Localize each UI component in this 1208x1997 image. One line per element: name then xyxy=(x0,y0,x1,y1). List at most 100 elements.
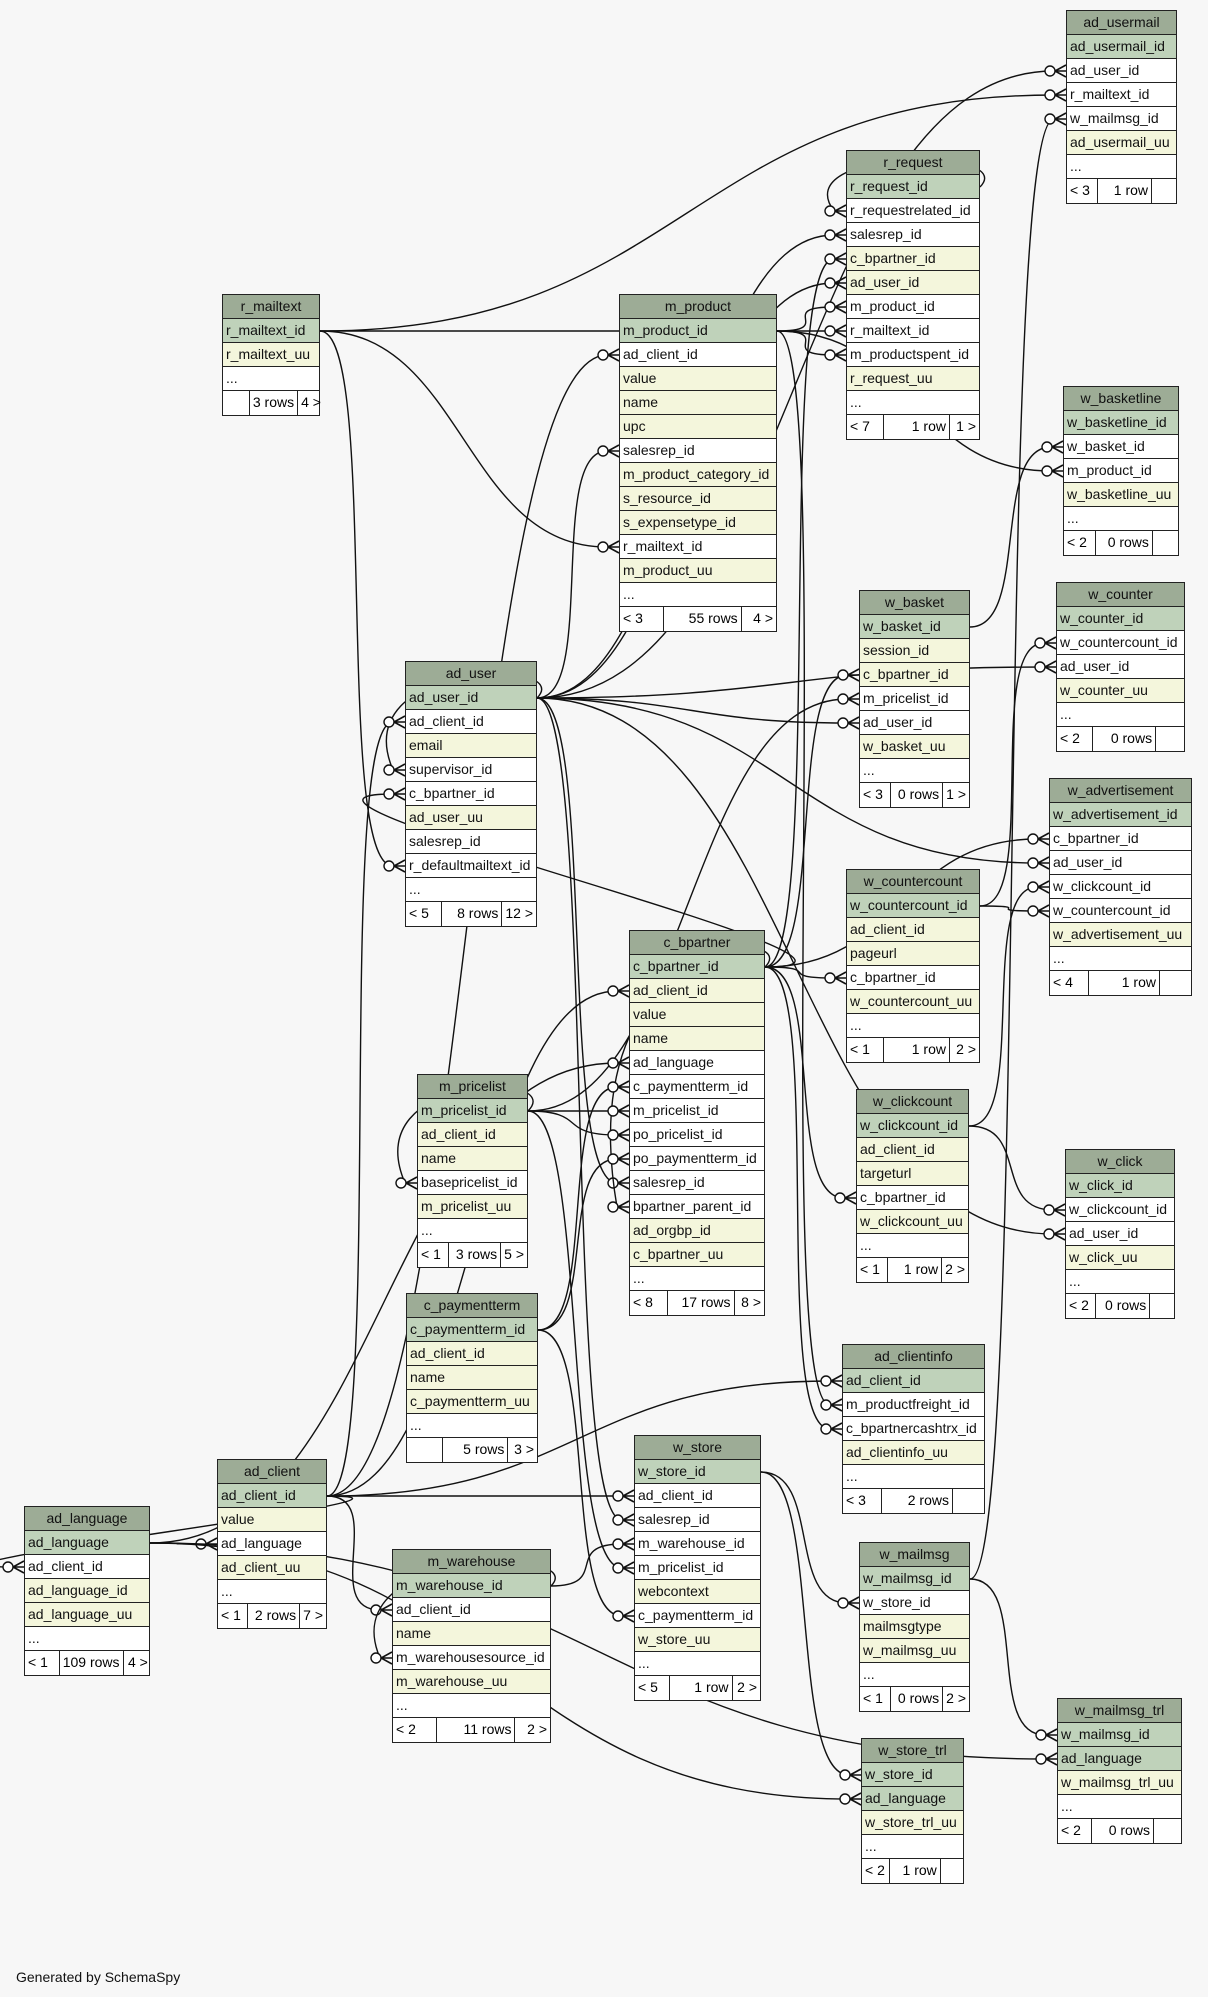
more-columns[interactable]: ... xyxy=(847,1014,979,1038)
children-link[interactable]: 12 > xyxy=(505,905,533,921)
foreign-key-column[interactable]: m_pricelist_id xyxy=(630,1099,764,1123)
children-link[interactable] xyxy=(1150,1294,1174,1318)
primary-key-column[interactable]: w_mailmsg_id xyxy=(860,1567,969,1591)
column[interactable]: ad_user_uu xyxy=(406,806,536,830)
children-link[interactable]: 5 > xyxy=(504,1246,524,1262)
column[interactable]: ad_client_id xyxy=(418,1123,527,1147)
foreign-key-column[interactable]: ad_client_id xyxy=(620,343,776,367)
primary-key-column[interactable]: r_mailtext_id xyxy=(223,319,319,343)
foreign-key-column[interactable]: salesrep_id xyxy=(847,223,979,247)
column[interactable]: ad_orgbp_id xyxy=(630,1219,764,1243)
parents-link[interactable]: < 2 xyxy=(1064,531,1096,555)
column[interactable]: m_product_uu xyxy=(620,559,776,583)
parents-link[interactable]: < 3 xyxy=(860,783,891,807)
column[interactable]: m_warehouse_uu xyxy=(393,1670,550,1694)
table-header[interactable]: w_counter xyxy=(1057,583,1184,607)
column[interactable]: name xyxy=(393,1622,550,1646)
more-columns[interactable]: ... xyxy=(418,1219,527,1243)
column[interactable]: name xyxy=(407,1366,537,1390)
foreign-key-column[interactable]: salesrep_id xyxy=(635,1508,760,1532)
column[interactable]: ad_client_id xyxy=(630,979,764,1003)
more-columns[interactable]: ... xyxy=(630,1267,764,1291)
foreign-key-column[interactable]: ad_client_id xyxy=(25,1555,149,1579)
more-columns[interactable]: ... xyxy=(620,583,776,607)
foreign-key-column[interactable]: salesrep_id xyxy=(630,1171,764,1195)
more-columns[interactable]: ... xyxy=(862,1835,963,1859)
column[interactable]: w_mailmsg_trl_uu xyxy=(1058,1771,1181,1795)
foreign-key-column[interactable]: m_pricelist_id xyxy=(860,687,969,711)
table-header[interactable]: c_bpartner xyxy=(630,931,764,955)
column[interactable]: w_advertisement_uu xyxy=(1050,923,1191,947)
parents-link[interactable]: < 5 xyxy=(406,902,443,926)
column[interactable]: value xyxy=(630,1003,764,1027)
column[interactable]: w_basket_uu xyxy=(860,735,969,759)
foreign-key-column[interactable]: ad_user_id xyxy=(860,711,969,735)
foreign-key-column[interactable]: bpartner_parent_id xyxy=(630,1195,764,1219)
foreign-key-column[interactable]: c_paymentterm_id xyxy=(635,1604,760,1628)
table-header[interactable]: ad_language xyxy=(25,1507,149,1531)
foreign-key-column[interactable]: salesrep_id xyxy=(406,830,536,854)
foreign-key-column[interactable]: m_pricelist_id xyxy=(635,1556,760,1580)
foreign-key-column[interactable]: r_mailtext_id xyxy=(847,319,979,343)
children-link[interactable]: 1 > xyxy=(956,418,976,434)
parents-link[interactable]: < 1 xyxy=(218,1604,249,1628)
table-header[interactable]: ad_usermail xyxy=(1067,11,1176,35)
foreign-key-column[interactable]: m_productspent_id xyxy=(847,343,979,367)
table-header[interactable]: w_basket xyxy=(860,591,969,615)
children-link[interactable]: 2 > xyxy=(737,1679,757,1695)
foreign-key-column[interactable]: r_defaultmailtext_id xyxy=(406,854,536,878)
children-link[interactable]: 3 > xyxy=(514,1441,534,1457)
primary-key-column[interactable]: c_paymentterm_id xyxy=(407,1318,537,1342)
parents-link[interactable]: < 1 xyxy=(860,1687,891,1711)
more-columns[interactable]: ... xyxy=(1067,155,1176,179)
parents-link[interactable]: < 2 xyxy=(862,1859,891,1883)
children-link[interactable]: 4 > xyxy=(301,394,321,410)
primary-key-column[interactable]: ad_user_id xyxy=(406,686,536,710)
foreign-key-column[interactable]: c_bpartner_id xyxy=(406,782,536,806)
more-columns[interactable]: ... xyxy=(1064,507,1178,531)
column[interactable]: w_click_uu xyxy=(1066,1246,1174,1270)
primary-key-column[interactable]: w_counter_id xyxy=(1057,607,1184,631)
parents-link[interactable]: < 7 xyxy=(847,415,884,439)
column[interactable]: w_store_trl_uu xyxy=(862,1811,963,1835)
children-link[interactable]: 2 > xyxy=(945,1261,965,1277)
column[interactable]: ad_client_id xyxy=(407,1342,537,1366)
primary-key-column[interactable]: w_basket_id xyxy=(860,615,969,639)
primary-key-column[interactable]: w_advertisement_id xyxy=(1050,803,1191,827)
column[interactable]: w_basketline_uu xyxy=(1064,483,1178,507)
primary-key-column[interactable]: ad_language xyxy=(25,1531,149,1555)
primary-key-column[interactable]: w_mailmsg_id xyxy=(1058,1723,1181,1747)
children-link[interactable] xyxy=(1156,727,1184,751)
parents-link[interactable]: < 2 xyxy=(1057,727,1093,751)
foreign-key-column[interactable]: salesrep_id xyxy=(620,439,776,463)
column[interactable]: name xyxy=(620,391,776,415)
foreign-key-column[interactable]: w_basket_id xyxy=(1064,435,1178,459)
parents-link[interactable]: < 8 xyxy=(630,1291,668,1315)
table-header[interactable]: w_clickcount xyxy=(857,1090,968,1114)
foreign-key-column[interactable]: r_mailtext_id xyxy=(620,535,776,559)
column[interactable]: m_pricelist_uu xyxy=(418,1195,527,1219)
column[interactable]: w_countercount_uu xyxy=(847,990,979,1014)
table-header[interactable]: m_warehouse xyxy=(393,1550,550,1574)
table-header[interactable]: w_advertisement xyxy=(1050,779,1191,803)
foreign-key-column[interactable]: ad_client_id xyxy=(635,1484,760,1508)
table-header[interactable]: ad_user xyxy=(406,662,536,686)
column[interactable]: m_product_category_id xyxy=(620,463,776,487)
table-header[interactable]: w_store xyxy=(635,1436,760,1460)
table-header[interactable]: r_request xyxy=(847,151,979,175)
parents-link[interactable]: < 1 xyxy=(847,1038,884,1062)
children-link[interactable] xyxy=(1152,179,1176,203)
column[interactable]: c_paymentterm_uu xyxy=(407,1390,537,1414)
column[interactable]: ad_usermail_uu xyxy=(1067,131,1176,155)
